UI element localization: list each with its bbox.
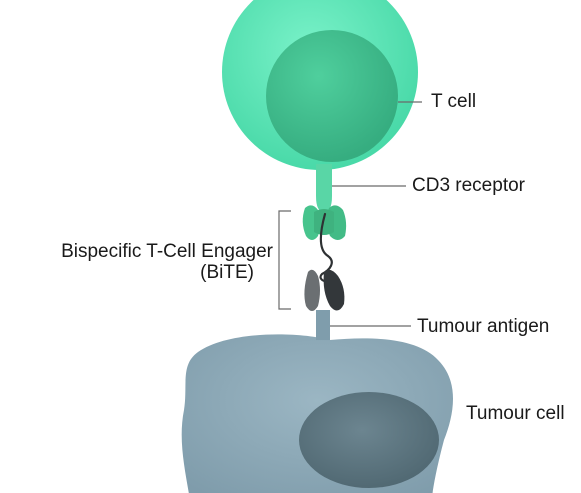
tumour-cell-label: Tumour cell	[466, 403, 565, 424]
tumour-antigen-label: Tumour antigen	[417, 316, 550, 337]
bite-grey-lobe	[304, 269, 320, 311]
tumour-cell	[181, 334, 453, 493]
bite-label-line1: Bispecific T-Cell Engager	[61, 241, 273, 262]
leader-lines	[278, 101, 422, 327]
t-cell-label: T cell	[431, 91, 477, 112]
cd3-receptor	[316, 164, 332, 212]
bite-dark-lobe	[323, 269, 345, 311]
bite-antigen-binding-domain	[304, 269, 345, 311]
tumour-antigen	[316, 310, 330, 340]
bite-bracket	[278, 210, 291, 310]
t-cell	[222, 0, 418, 170]
bite-label-line2: (BiTE)	[200, 262, 254, 283]
cd3-receptor-label: CD3 receptor	[412, 175, 525, 196]
t-cell-nucleus	[266, 30, 398, 162]
tumour-nucleus	[299, 392, 439, 488]
bite-cd3-binding-domain	[302, 205, 347, 240]
